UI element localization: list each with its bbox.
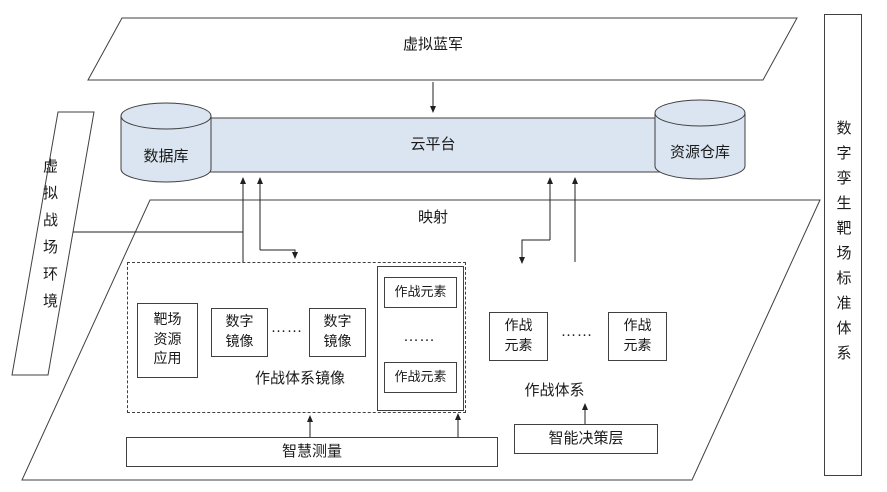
combat-element-box-1: 作战 元素 — [489, 312, 548, 361]
combat-mirror-group-box — [127, 262, 466, 413]
blue-army-plane-shape — [87, 17, 798, 81]
database-label: 数据库 — [143, 149, 189, 165]
combat-mirror-caption: 作战体系镜像 — [254, 371, 345, 387]
repository-label: 资源仓库 — [669, 145, 730, 161]
database-cylinder-shape — [120, 102, 212, 183]
standard-system-label: 数字孪生靶场标准体系 — [834, 120, 851, 370]
intelligent-decision-box: 智能决策层 — [514, 424, 658, 454]
mapping-label: 映射 — [417, 210, 448, 226]
combat-element-stack-2: 作战元素 — [384, 362, 457, 393]
digital-mirror-box-2: 数字 镜像 — [309, 308, 366, 357]
mirror-ellipsis: …… — [271, 320, 303, 336]
combat-element-box-2: 作战 元素 — [608, 312, 667, 361]
arrow-lines — [73, 82, 588, 437]
blue-army-label: 虚拟蓝军 — [402, 37, 463, 53]
smart-measurement-box: 智慧测量 — [126, 437, 498, 467]
combat-system-caption: 作战体系 — [524, 383, 585, 399]
battlefield-env-plane-shape — [11, 111, 95, 376]
repository-cylinder-shape — [654, 99, 746, 180]
battlefield-env-label: 虚拟战场环境 — [41, 158, 57, 320]
digital-mirror-box-1: 数字 镜像 — [211, 308, 268, 357]
arrow-cloud-to-mirrorbox — [260, 249, 298, 259]
cloud-platform-label: 云平台 — [410, 137, 456, 153]
standard-system-bar: 数字孪生靶场标准体系 — [824, 14, 862, 476]
stack-ellipsis: …… — [403, 329, 436, 345]
combat-ellipsis: …… — [561, 324, 593, 340]
combat-element-stack-1: 作战元素 — [384, 277, 457, 308]
arrow-cloud-to-combat — [519, 239, 550, 264]
range-resource-app-box: 靶场 资源 应用 — [137, 303, 198, 378]
